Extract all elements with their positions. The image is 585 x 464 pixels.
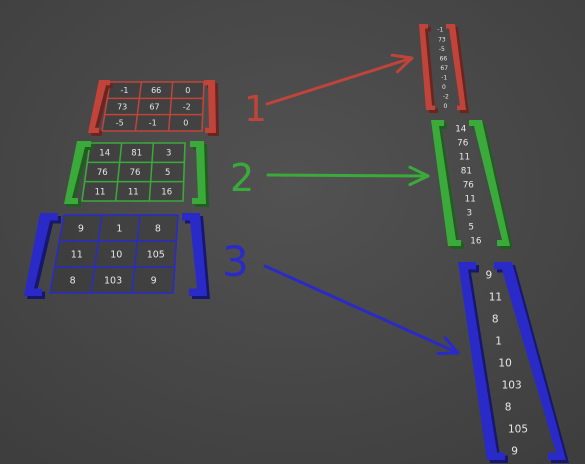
matrix-cell-value: 9 [151,275,157,286]
vector-value: 5 [468,223,474,233]
vector-value: 103 [502,379,522,391]
vector-value: -1 [441,75,447,82]
vector-value: 76 [457,139,469,149]
matrix-gridline [90,214,103,294]
bracket-face [446,24,466,110]
bracket-face [190,141,206,204]
vector-value: 76 [463,181,475,191]
bracket-face [24,213,58,296]
matrix-cell-value: 105 [147,249,165,260]
bracket-shadow [91,83,113,136]
matrix-cell-value: 8 [70,275,76,286]
vector-value: 81 [461,167,472,177]
flatten-arrow-head [408,165,430,187]
flatten-arrow-shaft [265,56,414,106]
matrix-cell-value: -5 [116,119,124,128]
matrix-cell-value: -1 [149,119,157,128]
matrix-gridline [167,81,174,132]
layer-1: -1 66 0 73 67 -2 -5 -1 0 1 -1 73 -5 66 67 -1 0 -2 0 [88,24,469,136]
vector-value: 67 [440,65,448,72]
bracket-face [494,262,566,460]
vector-value: 66 [440,55,448,62]
vector-value: 8 [492,313,499,325]
matrix-cell-value: -1 [121,86,129,95]
layer-number: 1 [244,89,267,130]
layer-number: 3 [222,237,249,286]
vector-value: 11 [489,291,502,303]
vector-value: 8 [505,401,512,413]
matrix-cell-value: 0 [185,86,190,95]
bracket-face [419,24,435,110]
matrix-cell-value: 81 [131,149,142,159]
bracket-face [88,80,110,133]
vector-value: -1 [437,27,443,34]
matrix-cell-value: -2 [183,102,191,111]
flatten-arrow-head [436,336,460,355]
vector-value: 105 [508,423,528,435]
vector-value: 0 [444,103,448,110]
matrix-cell-value: 14 [99,149,110,159]
matrix-cell-value: 16 [161,187,172,197]
matrix-cell-value: 1 [116,223,122,234]
matrix-gridline [131,214,141,294]
vector-value: 0 [442,84,446,91]
bracket-shadow [67,144,94,207]
flatten-arrow-shaft [266,173,430,178]
bracket-face [204,80,216,133]
matrix-cell-value: 67 [149,102,159,111]
matrix-cell-value: 76 [97,168,108,178]
vector-value: 1 [495,335,502,347]
matrix-cell-value: 10 [110,249,122,260]
matrix-gridline [114,142,123,202]
bracket-face [431,120,461,246]
bracket-face [182,213,207,296]
vector-value: 11 [459,153,470,163]
matrix-gridline [148,142,155,202]
vector-value: 73 [438,36,446,43]
bracket-face [469,120,510,246]
vector-value: -5 [439,46,445,53]
flatten-arrow-head [390,53,414,74]
matrix-gridline [134,81,143,132]
bracket-face [64,141,91,204]
matrix-cell-value: 11 [95,187,106,197]
bracket-face [458,262,505,460]
vector-value: -2 [443,94,449,101]
matrix-cell-value: 11 [71,249,83,260]
matrix-cell-value: 0 [183,119,188,128]
matrix-cell-value: 103 [104,275,122,286]
vector-value: 16 [470,237,482,247]
vector-value: 10 [498,357,511,369]
matrix-cell-value: 3 [166,149,171,159]
matrix-cell-value: 11 [128,187,139,197]
vector-value: 9 [511,445,518,457]
matrix-cell-value: 9 [78,223,84,234]
vector-value: 3 [467,209,473,219]
matrix-cell-value: 8 [155,223,161,234]
matrix-cell-value: 76 [130,168,141,178]
flatten-arrow-shaft [263,264,460,355]
vector-value: 14 [455,125,467,135]
matrix-cell-value: 73 [117,102,127,111]
layer-number: 2 [230,156,254,200]
vector-value: 9 [486,269,493,281]
layer-3: 9 1 8 11 10 105 8 103 9 3 9 11 8 1 10 103 8 105 9 [24,213,569,463]
matrix-cell-value: 66 [151,86,161,95]
vector-value: 11 [465,195,476,205]
matrix-cell-value: 5 [165,168,170,178]
